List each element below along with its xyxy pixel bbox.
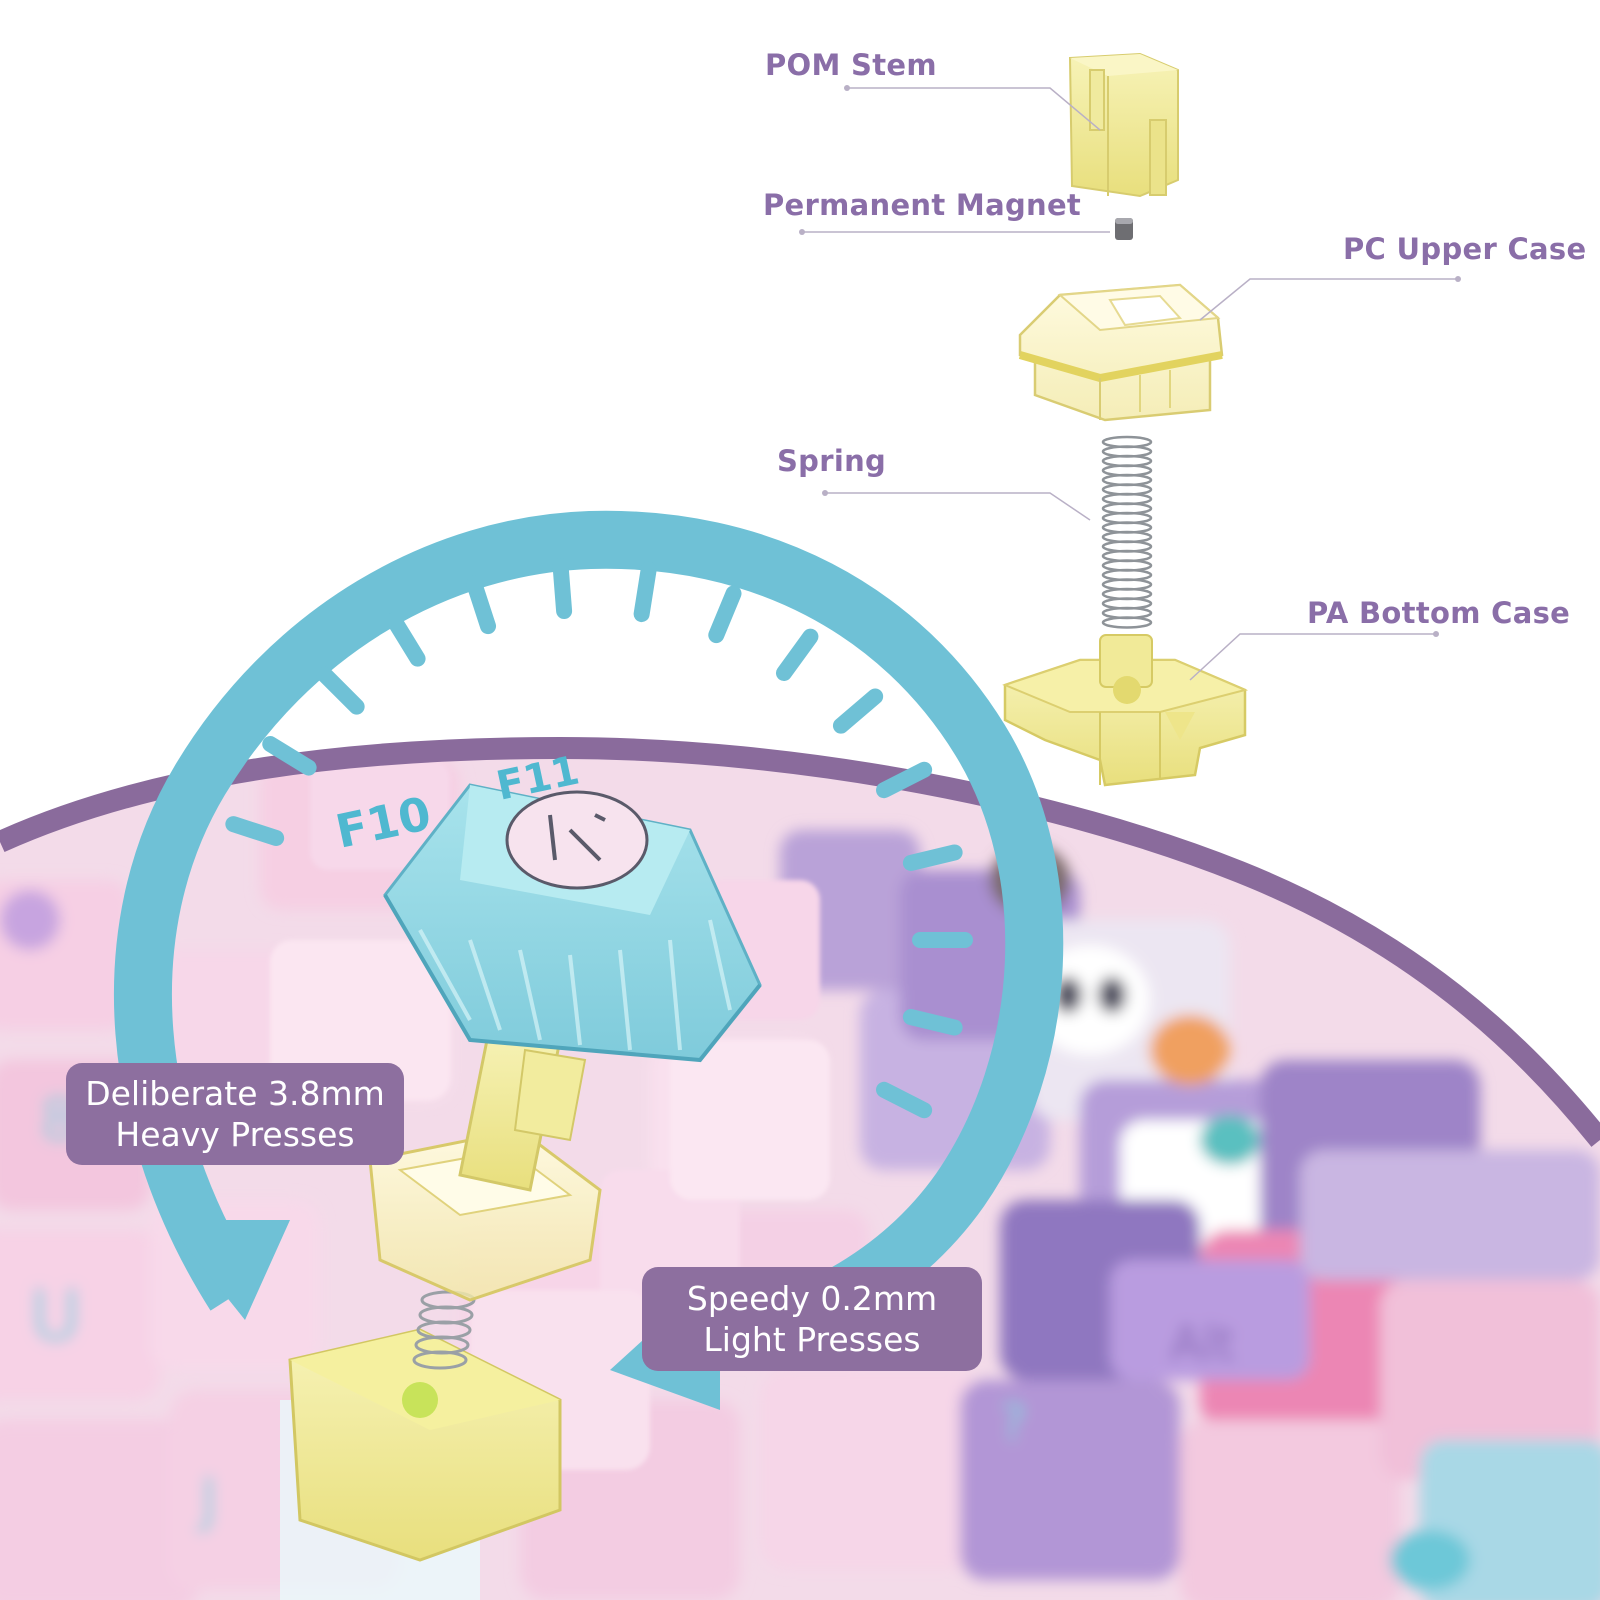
label-pom-stem: POM Stem — [765, 48, 937, 82]
label-pc-upper-case: PC Upper Case — [1343, 232, 1587, 266]
pa-bottom-case-part — [1002, 634, 1249, 787]
arc-tick — [633, 561, 657, 623]
arc-tick — [902, 1009, 963, 1036]
label-permanent-magnet: Permanent Magnet — [763, 188, 1082, 222]
pressed-stem — [458, 1023, 587, 1192]
callout-heavy-press: Deliberate 3.8mm Heavy Presses — [66, 1063, 404, 1165]
arc-tick — [466, 575, 497, 635]
svg-text:J: J — [196, 1465, 218, 1535]
keyboard-background: 8 U J Alt ? — [0, 736, 1600, 1600]
callout-heavy-line1: Deliberate 3.8mm — [85, 1074, 385, 1113]
spring-coil — [1101, 616, 1153, 629]
arc-tick — [225, 816, 285, 847]
callout-heavy-line2: Heavy Presses — [115, 1115, 355, 1154]
arc-tick — [832, 688, 884, 734]
arc-tick — [708, 585, 742, 644]
label-spring: Spring — [777, 444, 887, 478]
svg-text:?: ? — [1000, 1394, 1027, 1452]
pressed-spring — [412, 1290, 476, 1370]
svg-text:U: U — [30, 1275, 81, 1357]
arc-tick — [552, 558, 573, 620]
spring-part — [1101, 435, 1153, 629]
arc-tick — [902, 844, 963, 871]
callout-light-line1: Speedy 0.2mm — [686, 1279, 938, 1318]
arc-tick-marks — [225, 558, 973, 1119]
arc-tick — [262, 736, 317, 776]
pressed-bottom-case — [288, 1328, 562, 1562]
pressed-switch-assembly — [280, 783, 762, 1600]
arc-tick — [876, 1081, 933, 1119]
permanent-magnet-part — [1115, 218, 1133, 240]
svg-text:Alt: Alt — [1170, 1316, 1235, 1372]
leader-lines — [802, 87, 1458, 681]
pressed-upper-case — [368, 1128, 602, 1302]
arc-tick — [386, 612, 426, 667]
callout-light-press: Speedy 0.2mm Light Presses — [642, 1267, 982, 1371]
arc-tick — [316, 666, 365, 715]
arc-tick — [876, 761, 933, 799]
label-pa-bottom-case: PA Bottom Case — [1307, 596, 1571, 630]
pom-stem-part — [1068, 52, 1179, 198]
pc-upper-case-part — [1018, 283, 1224, 422]
leader-dots — [799, 85, 1461, 637]
arc-tick — [775, 628, 819, 682]
callout-light-line2: Light Presses — [703, 1320, 921, 1359]
keycap-logo-icon — [383, 783, 762, 1063]
